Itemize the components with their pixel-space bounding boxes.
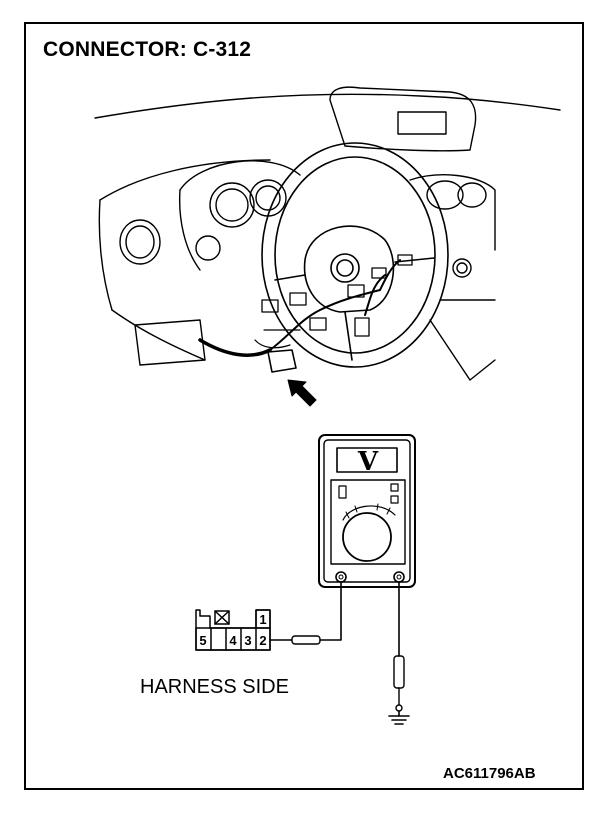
ground-icon xyxy=(388,710,410,725)
location-arrow-icon xyxy=(287,379,317,407)
meter-mode-symbol: V xyxy=(357,447,379,477)
figure-code: AC611796AB xyxy=(443,765,536,782)
wiring-harness xyxy=(198,254,413,373)
negative-probe xyxy=(393,655,405,712)
steering-wheel xyxy=(261,142,449,368)
diagram-frame xyxy=(24,22,584,790)
pin-1-label: 1 xyxy=(259,612,266,627)
pin-3-label: 3 xyxy=(244,633,251,648)
voltmeter xyxy=(318,434,416,588)
connector-face xyxy=(195,609,271,651)
dashboard-illustration xyxy=(94,86,561,381)
harness-side-label: HARNESS SIDE xyxy=(140,676,289,698)
positive-probe xyxy=(269,635,321,645)
test-leads xyxy=(319,581,400,657)
pin-4-label: 4 xyxy=(229,633,237,648)
connector-title: CONNECTOR: C-312 xyxy=(43,38,252,61)
pin-2-label: 2 xyxy=(259,633,266,648)
pin-5-label: 5 xyxy=(199,633,206,648)
